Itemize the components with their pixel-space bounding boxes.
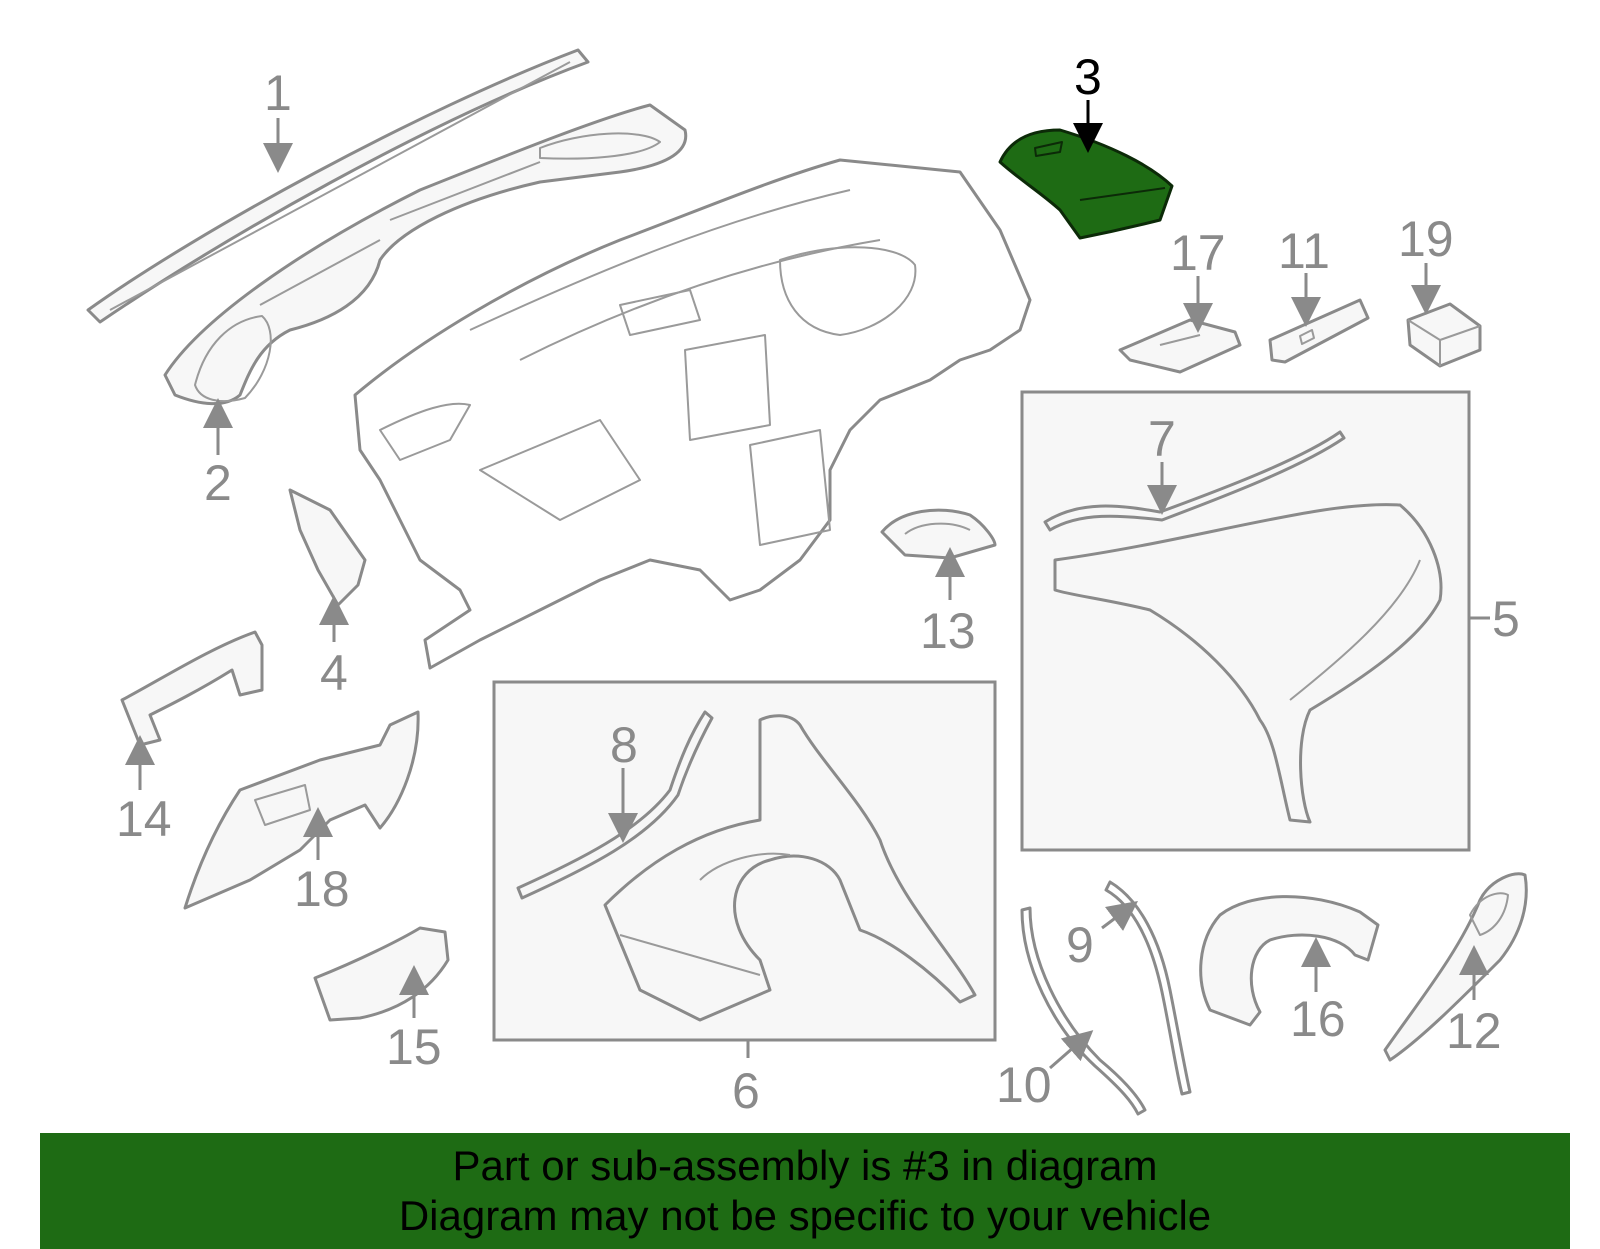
part-13-shape — [880, 508, 997, 560]
callout-3: 3 — [1074, 49, 1102, 105]
part-19-shape — [1406, 302, 1482, 368]
part-4-shape — [288, 488, 367, 607]
callout-15: 15 — [386, 1019, 442, 1075]
callout-2: 2 — [204, 455, 232, 511]
callout-14: 14 — [116, 791, 172, 847]
part-6-shape — [603, 714, 977, 1022]
leader-9 — [1101, 901, 1138, 931]
part-3-highlighted — [998, 128, 1174, 240]
callout-17: 17 — [1170, 225, 1226, 281]
callout-10: 10 — [996, 1057, 1052, 1113]
callout-12: 12 — [1446, 1003, 1502, 1059]
dashboard-frame — [353, 158, 1032, 670]
part-15-shape — [313, 926, 450, 1022]
callout-16: 16 — [1290, 991, 1346, 1047]
callout-13: 13 — [920, 603, 976, 659]
callout-19: 19 — [1398, 211, 1454, 267]
callout-18: 18 — [294, 861, 350, 917]
part-2-shape — [163, 103, 688, 406]
part-14-shape — [120, 630, 264, 747]
banner-line-2: Diagram may not be specific to your vehi… — [398, 1192, 1212, 1239]
part-12-shape — [1383, 872, 1528, 1062]
callout-7: 7 — [1148, 411, 1176, 467]
part-16-shape — [1199, 895, 1380, 1027]
part-17-shape — [1118, 318, 1242, 374]
part-7-shape — [1043, 430, 1346, 532]
callout-4: 4 — [320, 645, 348, 701]
callout-1: 1 — [264, 65, 292, 121]
part-1-shape — [86, 48, 590, 324]
part-9-shape — [1104, 880, 1192, 1096]
callout-5: 5 — [1492, 591, 1520, 647]
info-banner: Part or sub-assembly is #3 in diagram Di… — [40, 1133, 1570, 1249]
callout-6: 6 — [732, 1063, 760, 1119]
callout-9: 9 — [1066, 917, 1094, 973]
part-11-shape — [1268, 298, 1370, 364]
callout-8: 8 — [610, 717, 638, 773]
leader-10 — [1049, 1030, 1094, 1070]
part-10-shape — [1020, 906, 1147, 1116]
part-5-shape — [1053, 503, 1443, 824]
banner-line-1: Part or sub-assembly is #3 in diagram — [452, 1142, 1158, 1189]
callout-11: 11 — [1278, 223, 1330, 279]
